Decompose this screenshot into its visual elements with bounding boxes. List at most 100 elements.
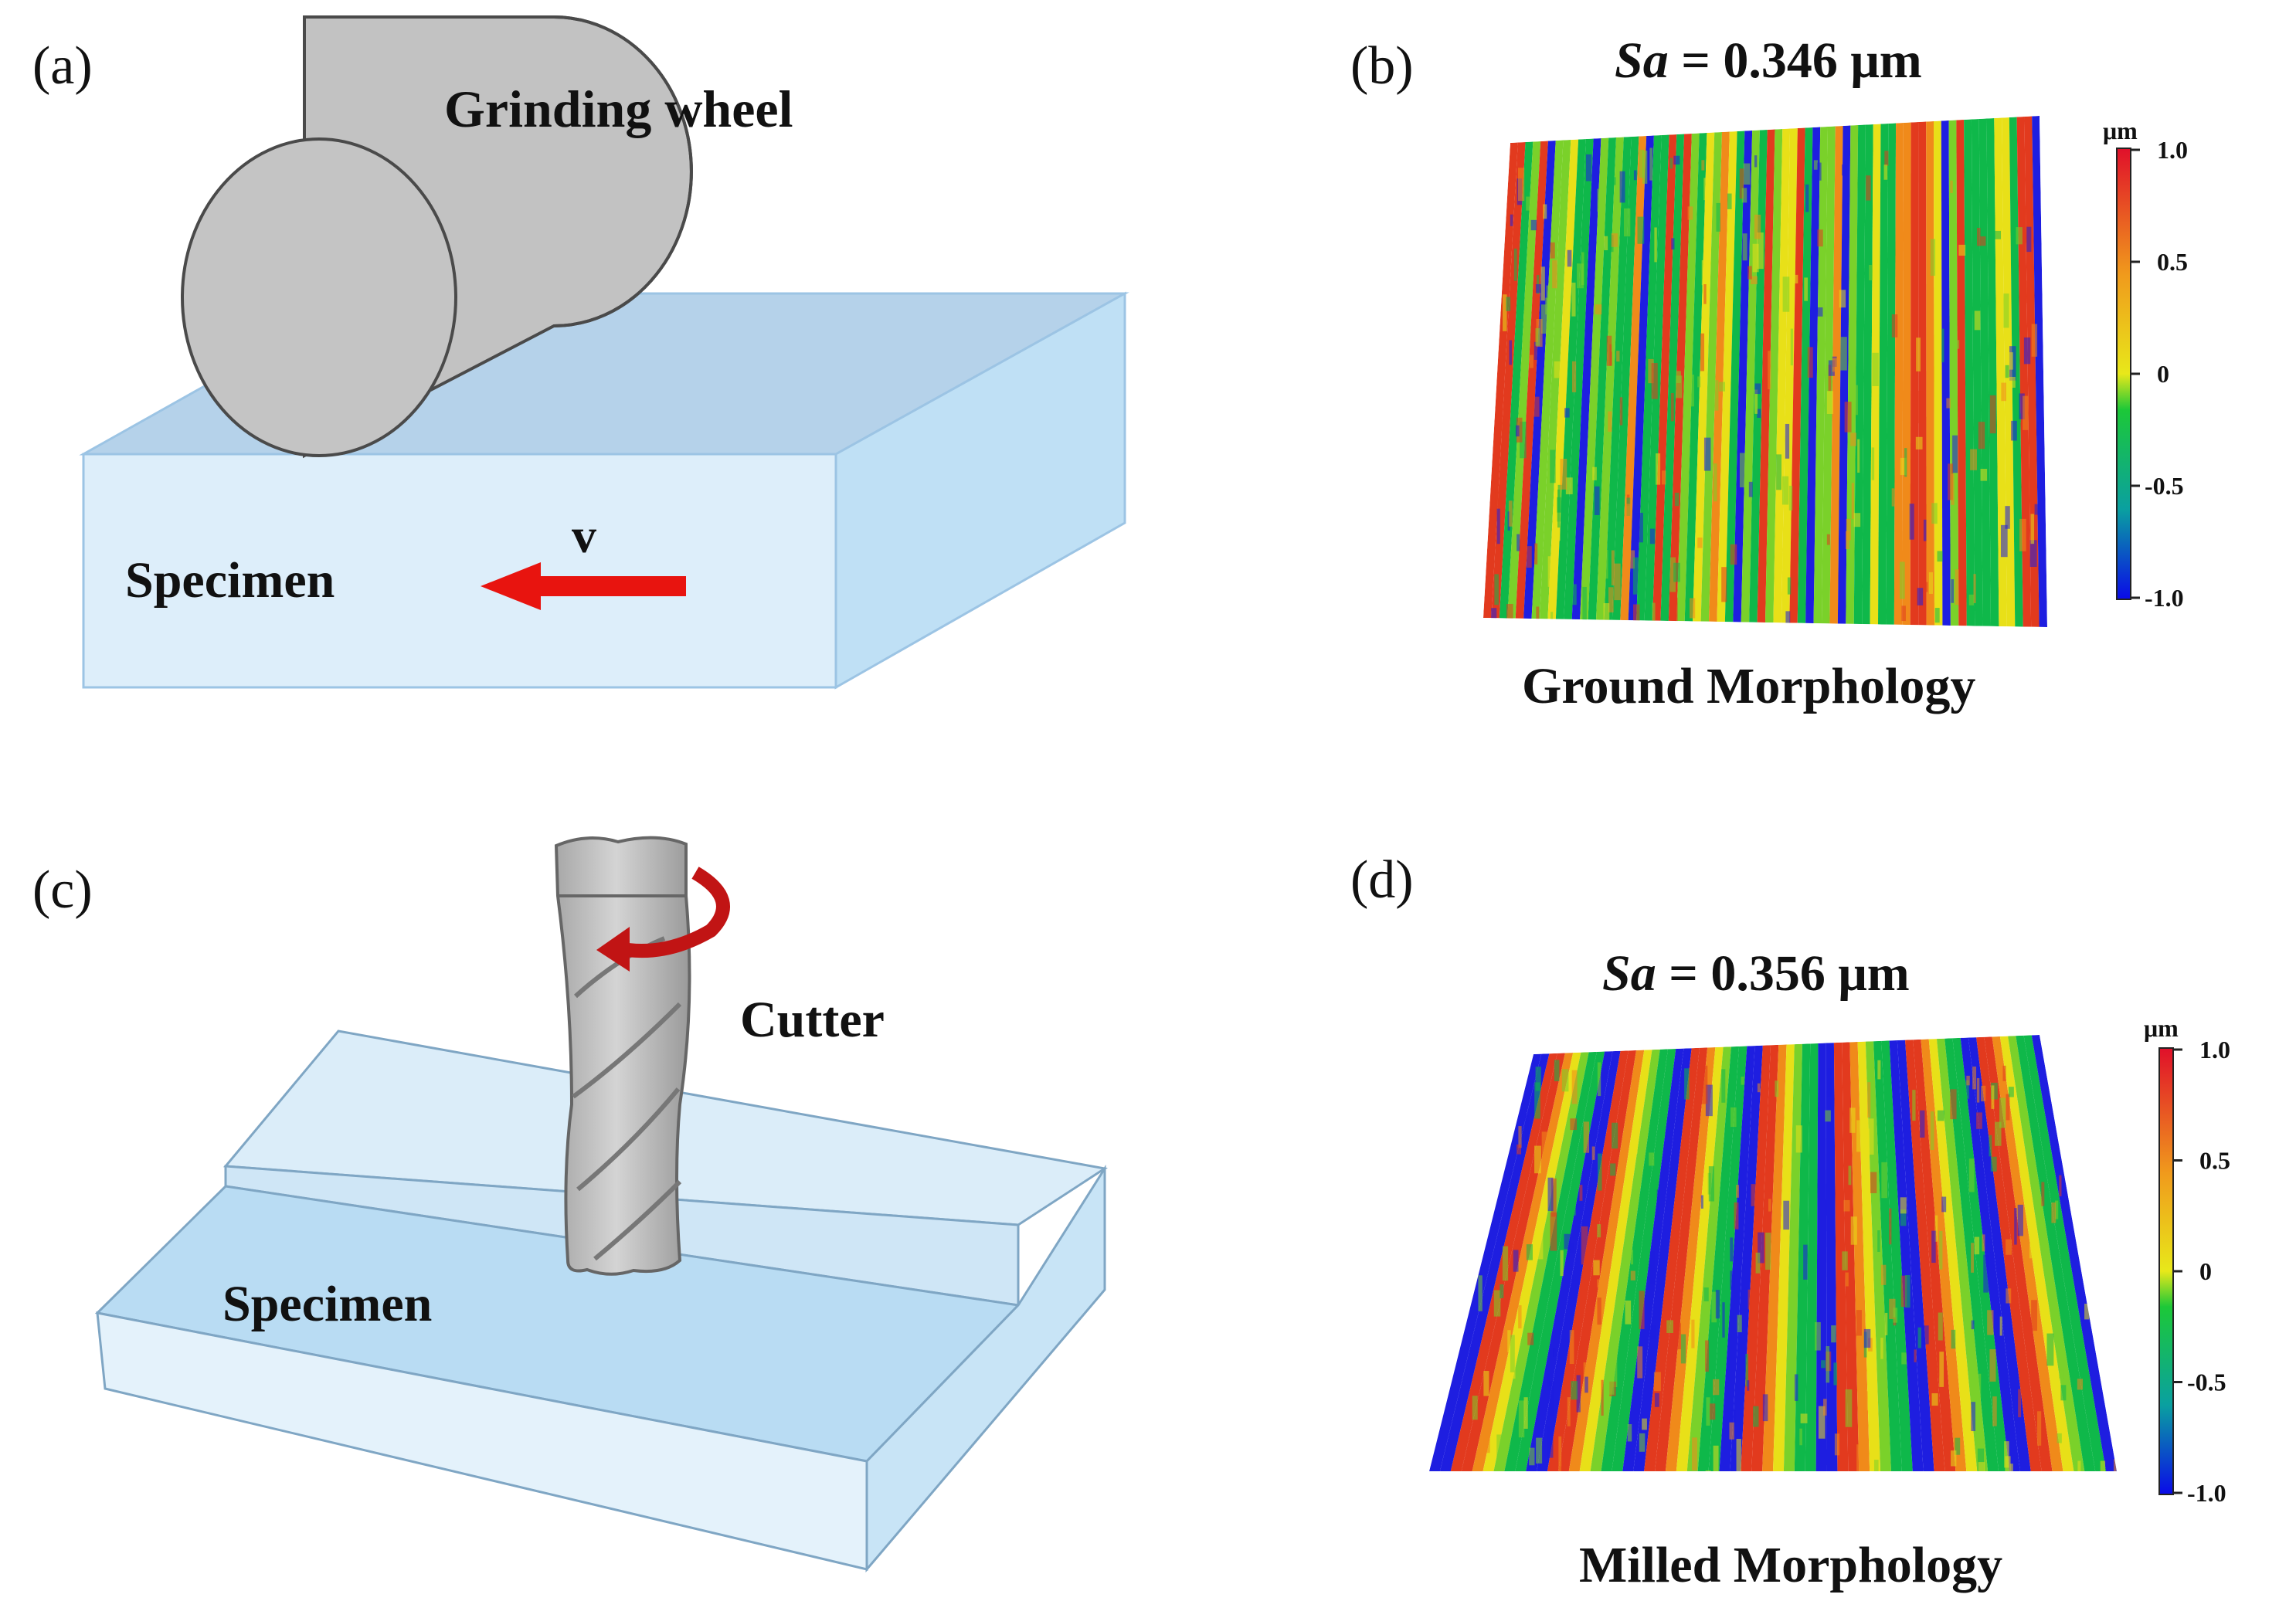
surface-stripe (1523, 141, 1556, 619)
surface-stripe (1493, 1052, 1589, 1471)
surface-speckle (1630, 1250, 1634, 1265)
rotation-arrow-icon (596, 867, 730, 972)
surface-speckle (1817, 229, 1823, 247)
surface-stripe (1439, 1053, 1550, 1471)
surface-speckle (1970, 449, 1977, 470)
surface-stripe (1568, 1050, 1645, 1471)
surface-speckle (1757, 1083, 1761, 1093)
colorbar-tick-label: -0.5 (2145, 472, 2184, 500)
surface-stripe (1644, 1047, 1700, 1471)
surface-stripe (1676, 133, 1700, 622)
surface-speckle (1742, 233, 1747, 261)
surface-speckle (1872, 352, 1879, 386)
surface-speckle (1999, 1097, 2006, 1128)
surface-stripe (1765, 129, 1783, 623)
surface-speckle (1550, 242, 1555, 259)
surface-speckle (1930, 1309, 1935, 1325)
surface-speckle (1832, 358, 1838, 372)
surface-speckle (1612, 1122, 1618, 1149)
surface-speckle (1730, 1237, 1734, 1262)
surface-stripe (1590, 1049, 1660, 1471)
surface-speckle (1758, 1232, 1764, 1264)
surface-speckle (1581, 252, 1584, 286)
surface-speckle (2030, 514, 2035, 544)
surface-speckle (1992, 1396, 1997, 1426)
surface-speckle (1700, 1195, 1703, 1209)
surface-speckle (1787, 577, 1792, 595)
surface-speckle (1625, 1361, 1633, 1394)
surface-speckle (1889, 1298, 1896, 1319)
surface-speckle (2016, 227, 2023, 245)
surface-speckle (1841, 164, 1848, 176)
surface-speckle (1845, 531, 1850, 550)
surface-speckle (1976, 1112, 1982, 1129)
surface-speckle (1510, 1335, 1515, 1372)
surface-stripe (1499, 141, 1533, 619)
surface-speckle (1639, 1433, 1646, 1452)
surface-speckle (1540, 304, 1547, 334)
surface-speckle (1703, 437, 1711, 471)
surface-speckle (1560, 459, 1567, 490)
surface-stripe (1986, 118, 1999, 626)
surface-speckle (1674, 492, 1680, 507)
surface-speckle (1816, 307, 1823, 317)
surface-speckle (1745, 1353, 1749, 1387)
surface-speckle (1983, 1254, 1989, 1293)
surface-speckle (1880, 1338, 1883, 1359)
surface-speckle (1781, 476, 1789, 505)
surface-speckle (1818, 1406, 1826, 1439)
surface-speckle (1597, 1279, 1600, 1287)
surface-speckle (1594, 486, 1600, 515)
surface-speckle (1610, 1163, 1616, 1176)
surface-speckle (1934, 1215, 1938, 1242)
surface-speckle (1673, 155, 1680, 165)
surface-speckle (1669, 557, 1676, 592)
surface-speckle (1730, 544, 1737, 565)
surface-speckle (1552, 259, 1557, 289)
surface-speckle (1848, 1165, 1852, 1186)
surface-stripe (1757, 129, 1775, 622)
surface-speckle (2001, 382, 2006, 402)
surface-speckle (1747, 266, 1752, 280)
surface-speckle (2113, 1459, 2117, 1471)
surface-speckle (1610, 330, 1614, 352)
surface-speckle (1583, 1121, 1590, 1153)
surface-speckle (1739, 453, 1746, 488)
surface-speckle (1821, 1360, 1826, 1369)
surface-speckle (1930, 239, 1936, 276)
surface-speckle (1654, 227, 1657, 263)
surface-speckle (1540, 551, 1546, 565)
surface-speckle (1946, 398, 1951, 409)
surface-speckle (1976, 1077, 1980, 1103)
surface-speckle (1595, 304, 1602, 315)
end-mill-cutter (554, 836, 730, 1276)
surface-speckle (2077, 1460, 2081, 1471)
surface-speckle (1711, 380, 1719, 411)
surface-speckle (1567, 1397, 1571, 1426)
surface-speckle (1669, 158, 1673, 169)
surface-stripe (1730, 1045, 1763, 1471)
surface-speckle (1534, 1145, 1541, 1174)
surface-speckle (1656, 1189, 1659, 1216)
surface-speckle (1564, 408, 1570, 418)
surface-speckle (1674, 1323, 1681, 1350)
surface-stripe (1580, 137, 1609, 620)
surface-speckle (2026, 226, 2032, 253)
surface-speckle (2025, 280, 2029, 304)
surface-speckle (1989, 1348, 1996, 1382)
surface-stripe (1846, 125, 1859, 624)
surface-speckle (1924, 582, 1928, 592)
surface-stripe (1837, 125, 1851, 624)
surface-speckle (1856, 1120, 1861, 1152)
surface-stripe (1540, 140, 1571, 619)
surface-speckle (1561, 1466, 1564, 1471)
surface-speckle (1553, 1348, 1557, 1358)
surface-stripe (1571, 138, 1601, 620)
surface-speckle (1506, 297, 1511, 311)
surface-speckle (1483, 1371, 1489, 1396)
surface-speckle (1506, 603, 1513, 621)
surface-stripe (1628, 135, 1654, 621)
surface-speckle (1518, 1400, 1525, 1438)
surface-speckle (1768, 1199, 1771, 1212)
surface-speckle (1920, 1110, 1925, 1138)
